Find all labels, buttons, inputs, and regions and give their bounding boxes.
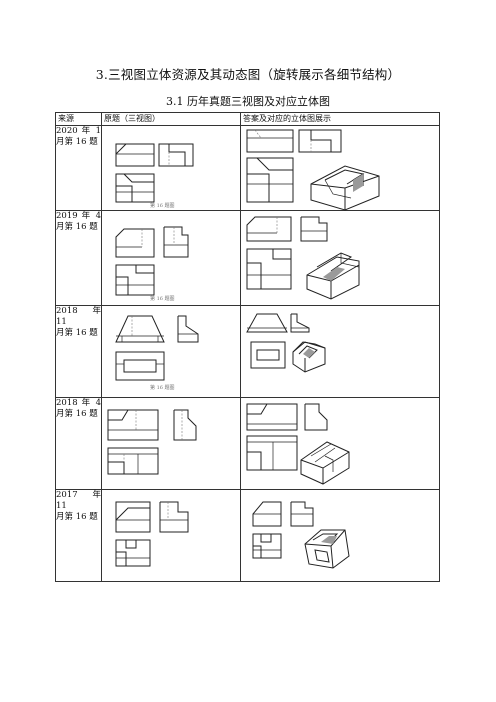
source-year: 2018 年 11 — [56, 306, 101, 327]
table-row: 2018 年 4 月第 16 题 — [55, 397, 440, 490]
three-view-drawing — [115, 501, 189, 567]
source-item: 月第 16 题 — [56, 328, 98, 338]
figure-caption: 第 16 题图 — [150, 385, 175, 391]
table-row: 2020 年 1 月第 16 题 第 16 题图 — [55, 125, 440, 211]
question-drawing-cell: 第 16 题图 — [101, 125, 241, 211]
three-view-drawing — [115, 143, 194, 203]
source-year: 2017 年 11 — [56, 490, 101, 511]
answer-drawing — [246, 403, 350, 485]
table-row: 2019 年 4 月第 16 题 第 16 题图 — [55, 210, 440, 306]
three-view-drawing — [115, 315, 199, 381]
source-year: 2020 年 1 — [56, 126, 101, 136]
question-drawing-cell: 第 16 题图 — [101, 305, 241, 398]
answer-drawing-cell — [240, 125, 440, 211]
source-cell: 2018 年 4 月第 16 题 — [55, 397, 102, 490]
answer-drawing — [246, 129, 380, 211]
answer-drawing-cell — [240, 210, 440, 306]
answer-drawing-cell — [240, 489, 440, 582]
table-row: 2018 年 11 月第 16 题 第 16 题图 — [55, 305, 440, 398]
page-heading: 3.三视图立体资源及其动态图（旋转展示各细节结构） — [95, 67, 401, 82]
source-cell: 2019 年 4 月第 16 题 — [55, 210, 102, 306]
exam-table: 来源 原题（三视图） 答案及对应的立体图展示 2020 年 1 月第 16 题 … — [55, 112, 440, 582]
table-header-row: 来源 原题（三视图） 答案及对应的立体图展示 — [55, 112, 440, 126]
source-item: 月第 16 题 — [56, 512, 98, 522]
answer-drawing — [246, 216, 360, 300]
source-cell: 2020 年 1 月第 16 题 — [55, 125, 102, 211]
source-cell: 2018 年 11 月第 16 题 — [55, 305, 102, 398]
source-item: 月第 16 题 — [56, 409, 98, 419]
source-item: 月第 16 题 — [56, 137, 98, 147]
figure-caption: 第 16 题图 — [150, 296, 175, 302]
answer-drawing — [252, 501, 350, 569]
header-answer: 答案及对应的立体图展示 — [240, 112, 440, 126]
question-drawing-cell: 第 16 题图 — [101, 210, 241, 306]
three-view-drawing — [115, 226, 189, 296]
question-drawing-cell — [101, 489, 241, 582]
table-row: 2017 年 11 月第 16 题 — [55, 489, 440, 582]
section-heading: 3.1 历年真题三视图及对应立体图 — [166, 95, 330, 108]
source-cell: 2017 年 11 月第 16 题 — [55, 489, 102, 582]
answer-drawing-cell — [240, 397, 440, 490]
header-question: 原题（三视图） — [101, 112, 241, 126]
source-year: 2018 年 4 — [56, 398, 101, 408]
question-drawing-cell — [101, 397, 241, 490]
three-view-drawing — [107, 409, 197, 475]
answer-drawing — [246, 313, 326, 373]
header-source: 来源 — [55, 112, 102, 126]
figure-caption: 第 16 题图 — [150, 203, 175, 209]
source-item: 月第 16 题 — [56, 222, 98, 232]
source-year: 2019 年 4 — [56, 211, 101, 221]
answer-drawing-cell — [240, 305, 440, 398]
